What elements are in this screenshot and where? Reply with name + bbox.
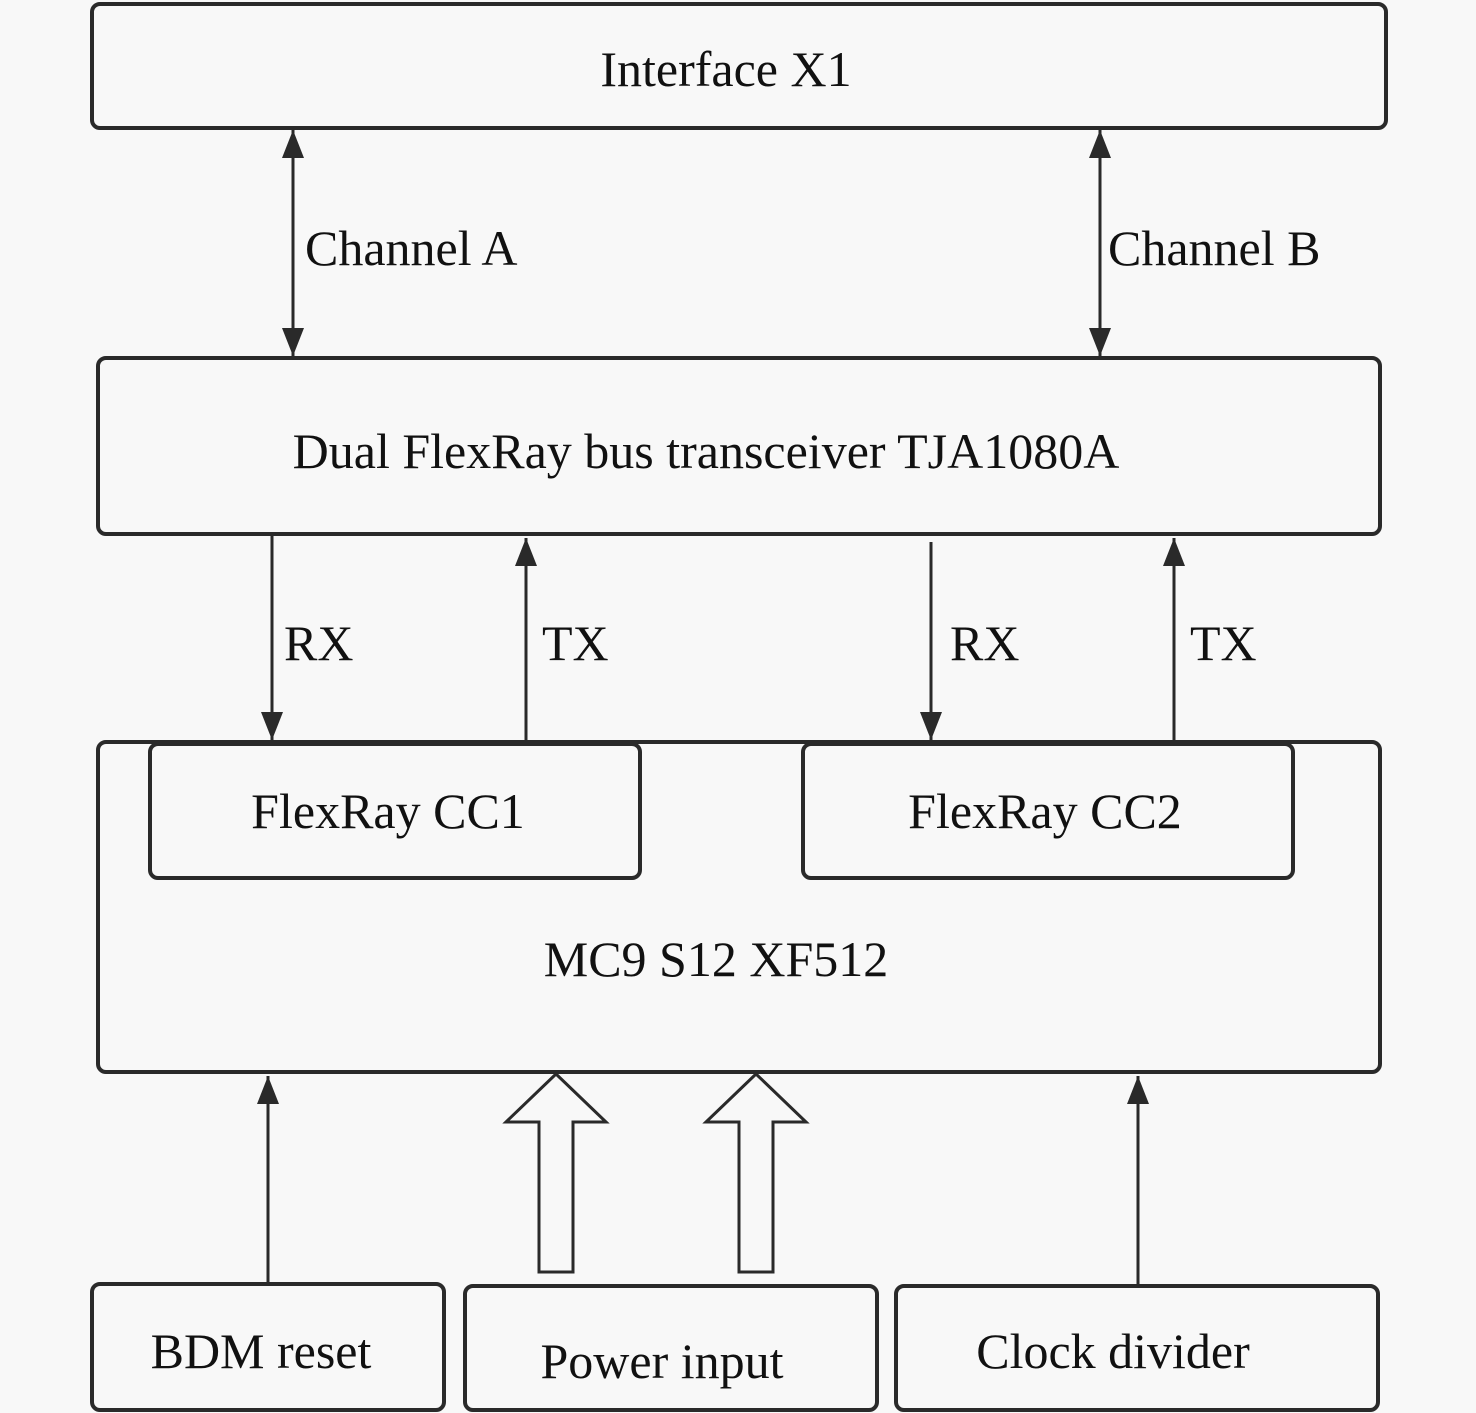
flexray-cc1-label: FlexRay CC1 bbox=[251, 783, 525, 839]
tx2-label: TX bbox=[1190, 615, 1257, 671]
clock-divider-block: Clock divider bbox=[894, 1284, 1380, 1412]
interface-x1-block: Interface X1 bbox=[90, 2, 1388, 130]
flexray-cc2-label: FlexRay CC2 bbox=[908, 783, 1182, 839]
flexray-cc2-block: FlexRay CC2 bbox=[801, 742, 1295, 880]
channel-a-connector: Channel A bbox=[282, 130, 517, 356]
tx1-connector: TX bbox=[515, 538, 609, 740]
clock-divider-label: Clock divider bbox=[976, 1323, 1250, 1379]
channel-b-label: Channel B bbox=[1108, 220, 1320, 276]
flexray-cc1-block: FlexRay CC1 bbox=[148, 742, 642, 880]
transceiver-label: Dual FlexRay bus transceiver TJA1080A bbox=[293, 423, 1120, 479]
power-arrow-2 bbox=[702, 1071, 810, 1274]
rx2-connector: RX bbox=[920, 542, 1019, 740]
mcu-label: MC9 S12 XF512 bbox=[544, 931, 889, 987]
power-arrow-1 bbox=[502, 1071, 610, 1274]
bdm-reset-block: BDM reset bbox=[90, 1282, 446, 1412]
rx1-connector: RX bbox=[261, 536, 353, 740]
rx2-label: RX bbox=[950, 615, 1019, 671]
channel-a-label: Channel A bbox=[305, 220, 517, 276]
bdm-reset-label: BDM reset bbox=[151, 1323, 372, 1379]
rx1-label: RX bbox=[284, 615, 353, 671]
power-input-label: Power input bbox=[540, 1333, 783, 1389]
power-input-block: Power input bbox=[463, 1284, 879, 1412]
transceiver-block: Dual FlexRay bus transceiver TJA1080A bbox=[96, 356, 1382, 536]
interface-x1-label: Interface X1 bbox=[600, 41, 851, 97]
channel-b-connector: Channel B bbox=[1089, 130, 1320, 356]
tx2-connector: TX bbox=[1163, 538, 1257, 740]
tx1-label: TX bbox=[542, 615, 609, 671]
